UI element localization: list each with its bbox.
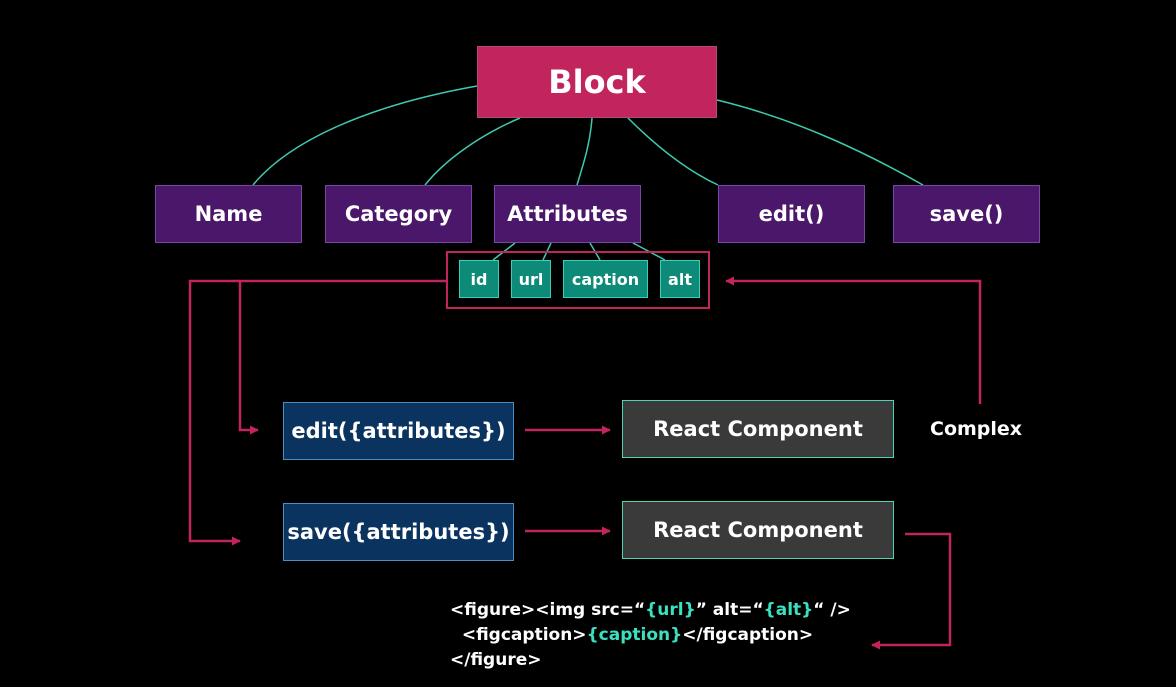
attributes-node: Attributes — [494, 185, 641, 243]
arrow-attrs-to-edit — [238, 279, 446, 435]
code-text: ” alt=“ — [695, 600, 764, 620]
code-text: </figcaption> — [682, 625, 814, 645]
arrow-complex-to-attrs — [725, 276, 982, 404]
react-component-edit-node: React Component — [622, 400, 894, 458]
edit-function-node: edit({attributes}) — [283, 402, 514, 460]
code-alt-placeholder: {alt} — [763, 600, 814, 620]
save-function-node: save({attributes}) — [283, 503, 514, 561]
connector-block-save — [716, 99, 924, 186]
attr-alt-chip: alt — [660, 260, 700, 298]
connector-block-edit — [627, 117, 719, 186]
code-text: <figure><img src=“ — [450, 600, 646, 620]
code-text: <figcaption> — [450, 625, 587, 645]
arrow-react-to-markup — [871, 532, 952, 650]
attr-url-chip: url — [511, 260, 551, 298]
connector-block-category — [424, 117, 521, 186]
code-caption-placeholder: {caption} — [586, 625, 683, 645]
category-node: Category — [325, 185, 472, 243]
attr-caption-chip: caption — [563, 260, 648, 298]
attributes-group — [446, 251, 710, 309]
complex-label: Complex — [930, 418, 1023, 440]
code-text: “ /> — [813, 600, 851, 620]
edit-node: edit() — [718, 185, 865, 243]
attr-id-chip: id — [459, 260, 499, 298]
code-url-placeholder: {url} — [645, 600, 696, 620]
connector-block-name — [252, 85, 478, 186]
arrow-attrs-to-save — [188, 279, 241, 546]
markup-code-block: <figure><img src=“{url}” alt=“{alt}“ /> … — [450, 598, 851, 673]
code-text: </figure> — [450, 650, 542, 670]
block-node: Block — [477, 46, 717, 118]
react-component-save-node: React Component — [622, 501, 894, 559]
connector-block-attributes — [576, 117, 593, 186]
save-node: save() — [893, 185, 1040, 243]
name-node: Name — [155, 185, 302, 243]
